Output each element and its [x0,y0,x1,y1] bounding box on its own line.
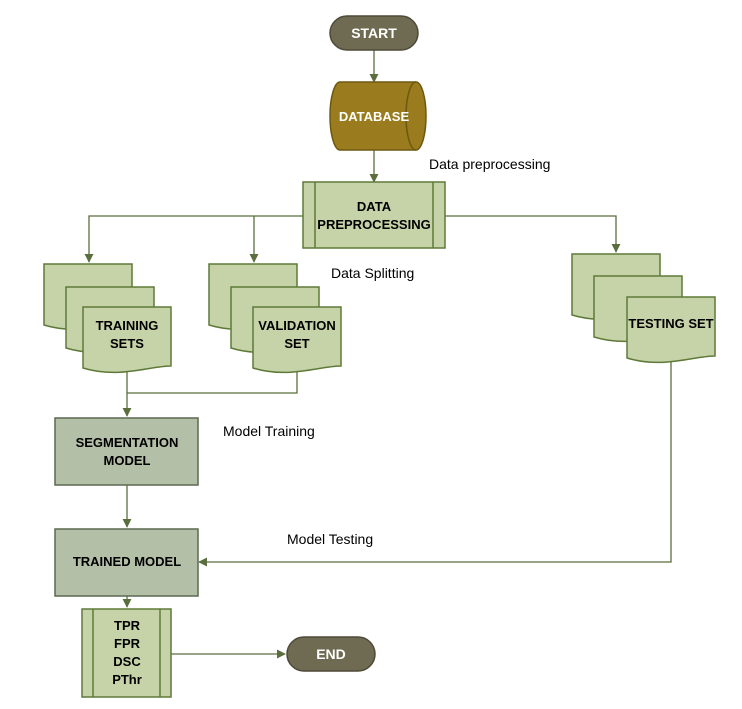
edge-validation-merge [127,370,298,394]
segmentation-model-label-line2: MODEL [104,453,151,468]
annotation-data-preprocessing: Data preprocessing [429,156,550,172]
edge-preprocessing-testing [445,215,621,253]
trained-model-label: TRAINED MODEL [73,554,181,569]
validation-set-label-line1: VALIDATION [258,318,336,333]
testing-set-node: TESTING SET [571,253,716,364]
annotation-model-training: Model Training [223,423,315,439]
training-sets-node: TRAINING SETS [43,263,172,374]
preprocessing-node: DATA PREPROCESSING [302,181,446,249]
annotation-data-splitting: Data Splitting [331,265,414,281]
training-sets-label-line2: SETS [110,336,144,351]
start-node: START [329,15,419,51]
metric-tpr: TPR [114,618,141,633]
testing-set-label: TESTING SET [628,316,713,331]
validation-set-node: VALIDATION SET [208,263,342,374]
trained-model-node: TRAINED MODEL [54,528,199,597]
segmentation-model-node: SEGMENTATION MODEL [54,417,199,486]
metric-dsc: DSC [113,654,141,669]
end-node: END [286,636,376,672]
metric-pthr: PThr [112,672,142,687]
start-label: START [351,25,397,41]
segmentation-model-label-line1: SEGMENTATION [76,435,179,450]
annotation-model-testing: Model Testing [287,531,373,547]
validation-set-label-line2: SET [284,336,309,351]
edge-testing-trained [198,358,672,567]
metrics-node: TPR FPR DSC PThr [81,608,172,698]
database-label: DATABASE [339,109,410,124]
edges [84,50,672,659]
preprocessing-label-line1: DATA [357,199,392,214]
training-sets-label-line1: TRAINING [96,318,159,333]
end-label: END [316,646,346,662]
preprocessing-label-line2: PREPROCESSING [317,217,430,232]
database-node: DATABASE [329,81,427,151]
edge-preprocessing-training [84,215,303,263]
metric-fpr: FPR [114,636,141,651]
